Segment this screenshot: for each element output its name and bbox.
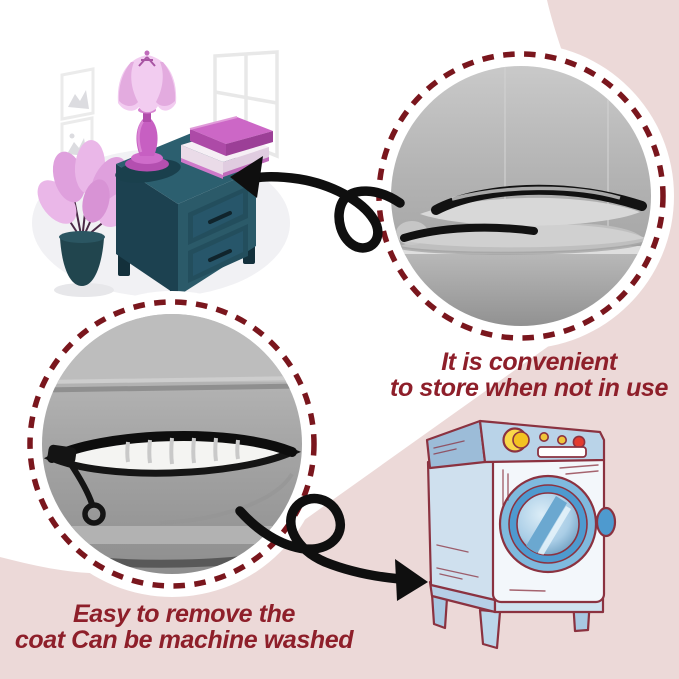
bedroom-scene-illustration xyxy=(32,50,290,314)
caption-store: It is convenient to store when not in us… xyxy=(373,349,679,401)
photo-folded-blanket xyxy=(368,43,674,349)
picture-frames-icon xyxy=(60,67,95,168)
caption-wash-line1: Easy to remove the xyxy=(72,600,296,628)
caption-wash: Easy to remove the coat Can be machine w… xyxy=(12,601,356,653)
caption-store-line2: to store when not in use xyxy=(390,374,668,402)
washing-machine-icon xyxy=(425,419,617,650)
curly-arrow-left-icon xyxy=(230,156,405,253)
caption-wash-line2: coat Can be machine washed xyxy=(14,626,354,654)
curly-arrow-right-icon xyxy=(235,493,428,601)
dashed-border-bottom xyxy=(27,299,317,589)
books-icon xyxy=(181,116,273,179)
table-lamp-icon xyxy=(117,50,177,172)
caption-store-line1: It is convenient xyxy=(441,348,617,376)
photo-zipper xyxy=(19,291,325,597)
